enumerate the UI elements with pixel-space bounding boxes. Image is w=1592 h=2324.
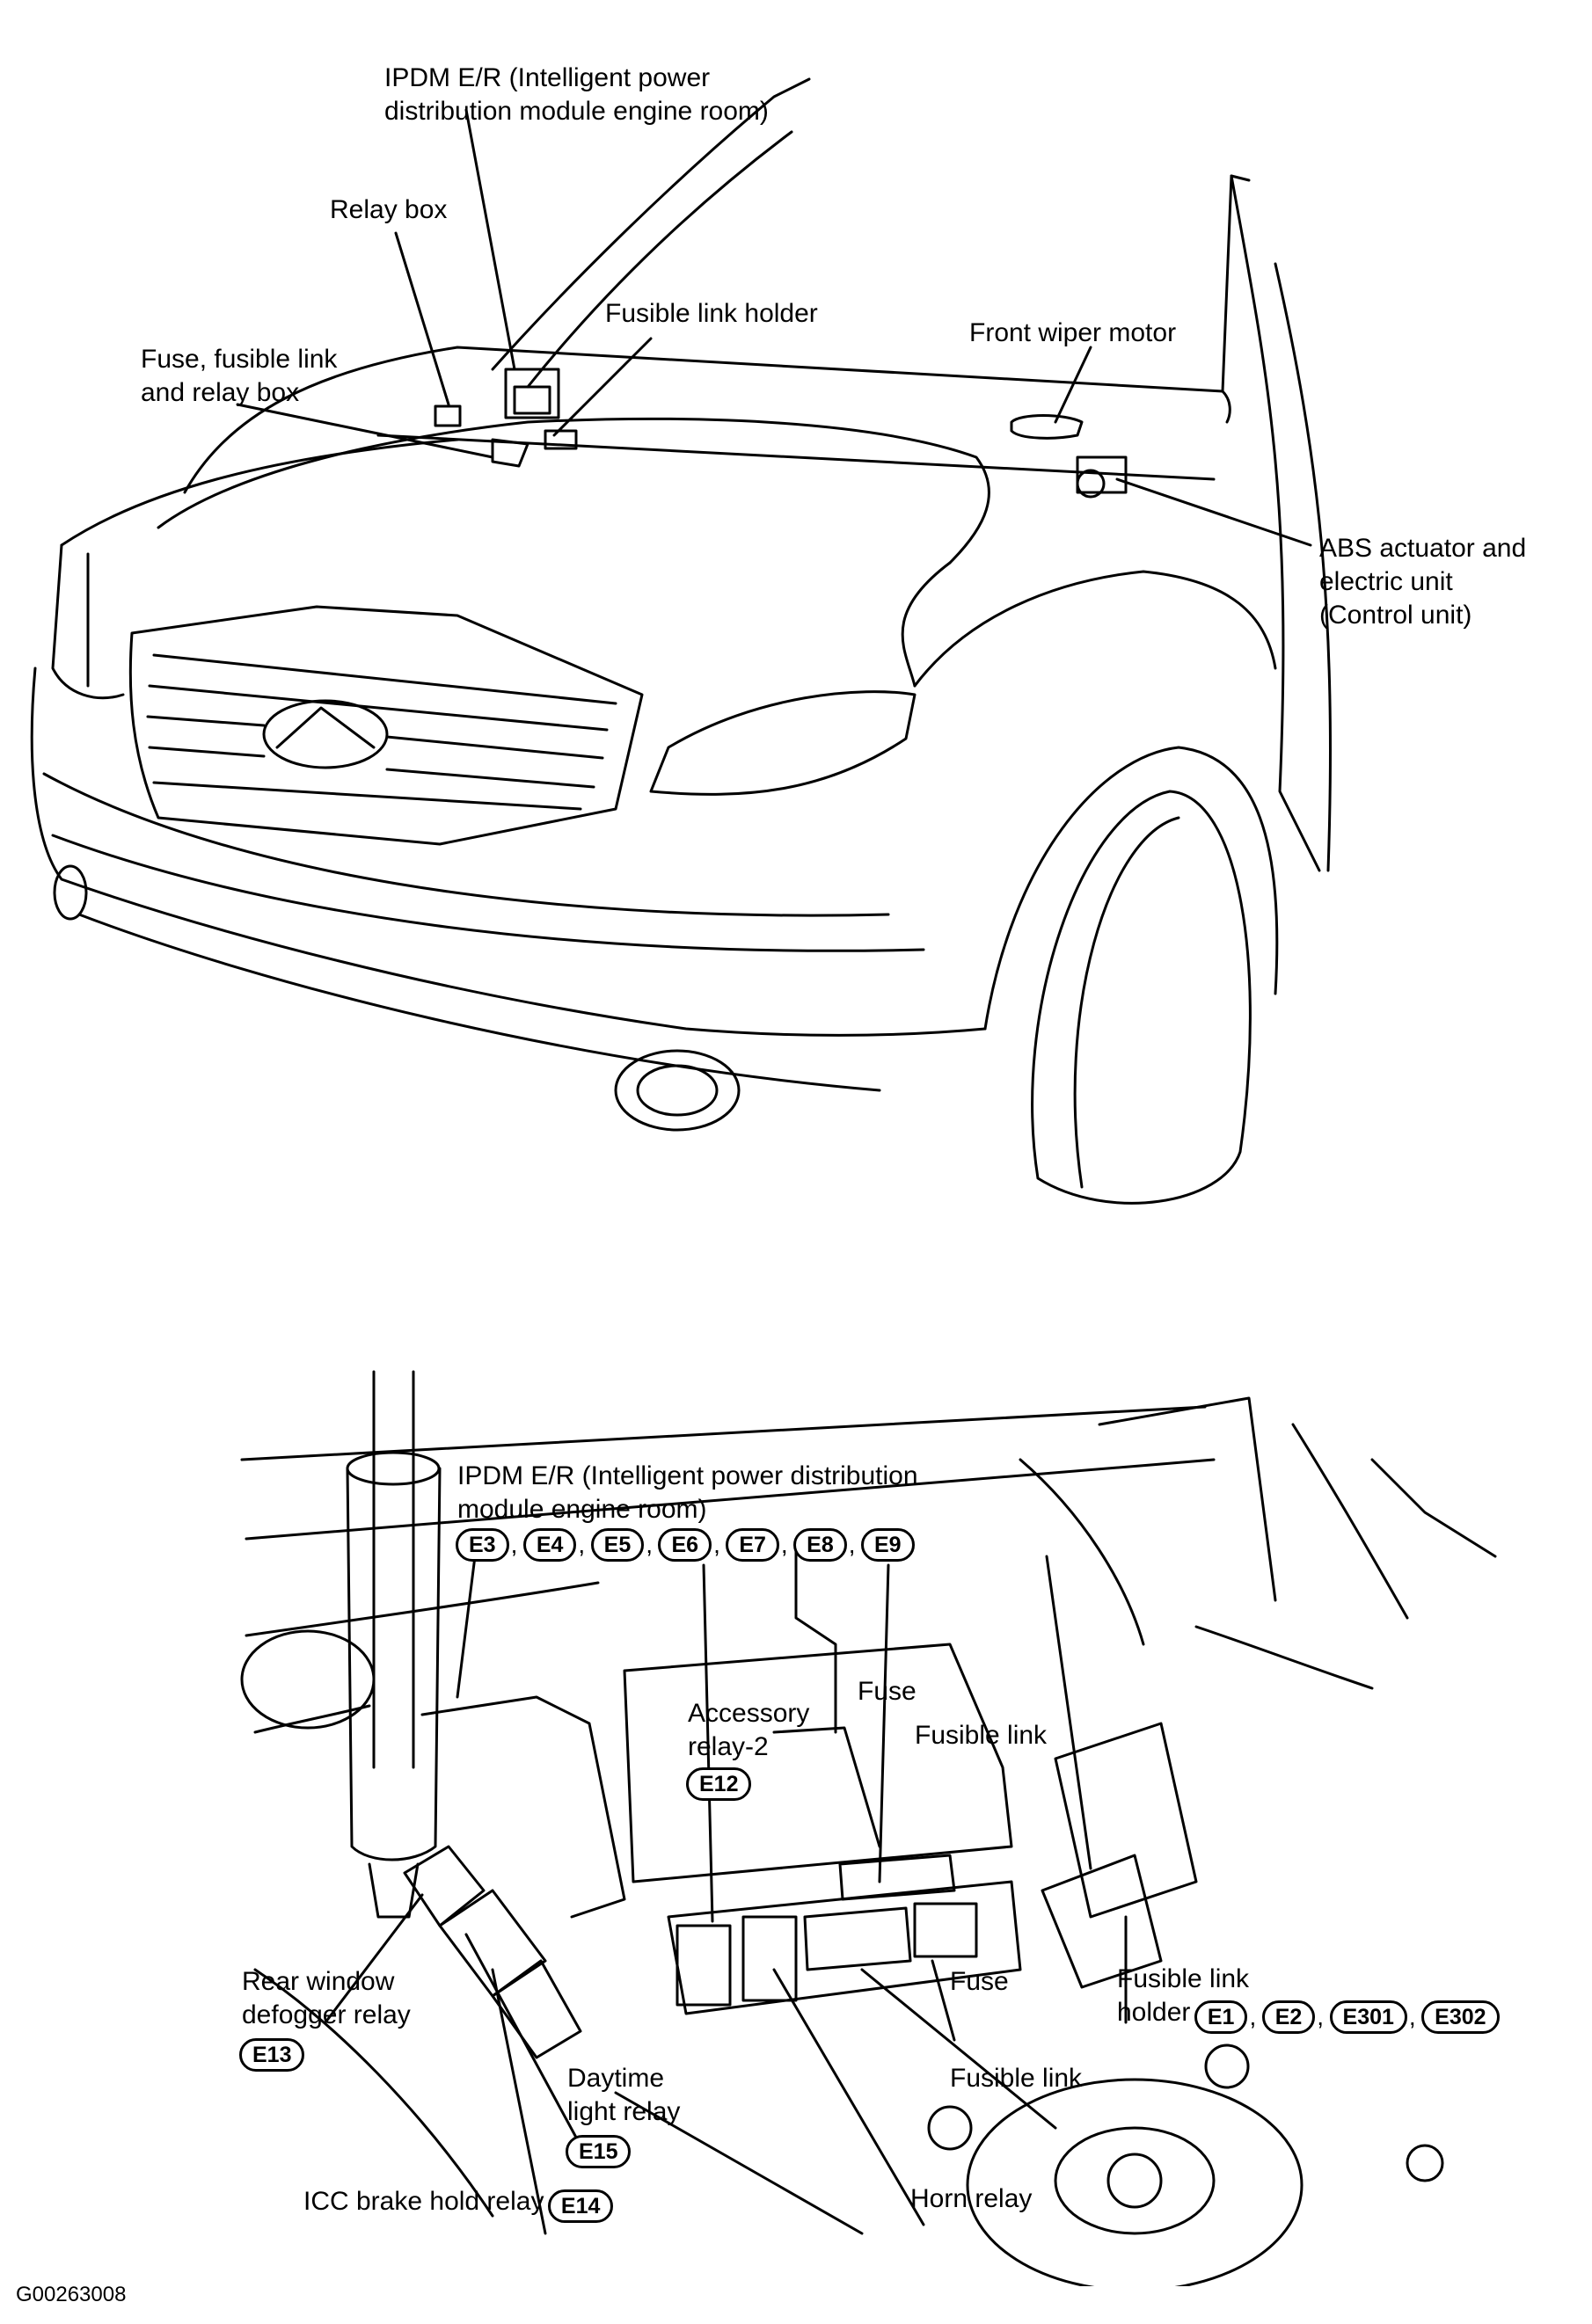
vehicle-front-illustration <box>30 77 1332 1205</box>
fuse-box-label-line2: and relay box <box>141 378 300 407</box>
connector-e4: E4 <box>522 1528 577 1562</box>
connector-e2: E2 <box>1261 2000 1316 2034</box>
ipdm-label-bottom-line1: IPDM E/R (Intelligent power distribution <box>457 1461 918 1490</box>
fusible-holder-label-line2: holder <box>1117 1998 1191 2027</box>
rear-window-connector: E13 <box>239 2038 305 2072</box>
abs-label-line2: electric unit <box>1319 567 1453 596</box>
connector-e9: E9 <box>860 1528 915 1562</box>
connector-e301: E301 <box>1329 2000 1407 2034</box>
connector-e14: E14 <box>547 2189 614 2223</box>
fuse-label-bottom: Fuse <box>950 1967 1009 1996</box>
figure-code: G00263008 <box>16 2283 127 2306</box>
connector-e15: E15 <box>566 2135 632 2168</box>
rear-window-label-line1: Rear window <box>242 1967 395 1996</box>
connector-e12: E12 <box>686 1767 752 1801</box>
connector-e13: E13 <box>239 2038 305 2072</box>
icc-brake-hold-row: ICC brake hold relay E14 <box>303 2185 614 2223</box>
fusible-link-holder-label-top: Fusible link holder <box>605 299 818 328</box>
abs-label-line3: (Control unit) <box>1319 601 1472 630</box>
icc-brake-hold-label: ICC brake hold relay <box>303 2187 544 2216</box>
ipdm-connectors: E3, E4, E5, E6, E7, E8, E9 <box>456 1528 915 1562</box>
daytime-light-connector: E15 <box>566 2135 632 2168</box>
front-wiper-motor-label: Front wiper motor <box>969 318 1177 347</box>
ipdm-label-top-line2: distribution module engine room) <box>384 97 769 126</box>
accessory-relay-label-line2: relay-2 <box>688 1732 769 1761</box>
accessory-relay-connector: E12 <box>686 1767 752 1801</box>
ipdm-label-top: IPDM E/R (Intelligent power <box>384 63 711 92</box>
connector-e8: E8 <box>793 1528 847 1562</box>
abs-label-line1: ABS actuator and <box>1319 534 1527 563</box>
relay-box-label: Relay box <box>330 195 448 224</box>
connector-e302: E302 <box>1421 2000 1500 2034</box>
connector-e6: E6 <box>658 1528 712 1562</box>
fuse-box-label-line1: Fuse, fusible link <box>141 345 338 374</box>
ipdm-label-bottom-line2: module engine room) <box>457 1495 707 1524</box>
daytime-light-label-line2: light relay <box>567 2097 681 2126</box>
horn-relay-label: Horn relay <box>910 2184 1033 2213</box>
connector-e3: E3 <box>456 1528 509 1562</box>
engine-room-illustration <box>240 1370 1497 2286</box>
fusible-holder-label-line1: Fusible link <box>1117 1964 1250 1993</box>
fuse-label-top: Fuse <box>858 1677 916 1706</box>
connector-e5: E5 <box>590 1528 645 1562</box>
fusible-link-label-bottom: Fusible link <box>950 2064 1083 2093</box>
fusible-link-label-top: Fusible link <box>915 1721 1048 1750</box>
rear-window-label-line2: defogger relay <box>242 2000 411 2029</box>
accessory-relay-label-line1: Accessory <box>688 1699 810 1728</box>
fusible-holder-connectors: holder E1, E2, E301, E302 <box>1117 1996 1500 2034</box>
connector-e7: E7 <box>726 1528 779 1562</box>
connector-e1: E1 <box>1194 2000 1248 2034</box>
daytime-light-label-line1: Daytime <box>567 2064 665 2093</box>
